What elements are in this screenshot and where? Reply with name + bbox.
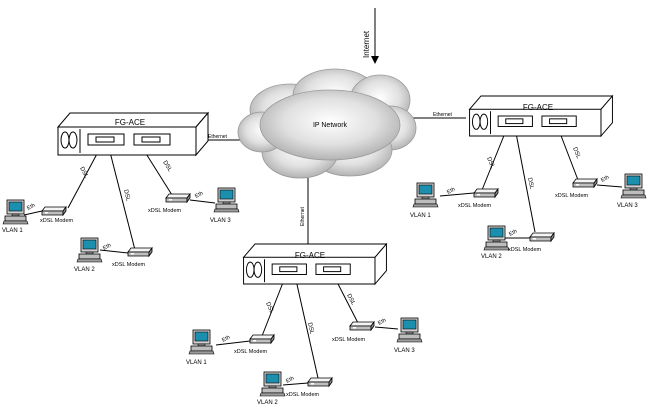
modem-center-3: xDSL Modem Eth xyxy=(332,318,387,343)
pc-center-2: VLAN 2 xyxy=(257,371,286,406)
modem-right-3: xDSL Modem Eth xyxy=(555,175,610,199)
ethernet-label-left: Ethernet xyxy=(208,134,228,140)
dsl-lines-right xyxy=(439,132,623,239)
pc-left-3: VLAN 3 xyxy=(210,187,240,224)
eth-label: Eth xyxy=(600,175,610,184)
modem-left-2: xDSL Modem Eth xyxy=(102,243,153,268)
dsl-label: DSL xyxy=(571,147,581,161)
dsl-label: DSL xyxy=(78,166,89,180)
modem-label: xDSL Modem xyxy=(286,392,320,398)
vlan-label: VLAN 1 xyxy=(2,228,23,234)
vlan-label: VLAN 3 xyxy=(210,218,231,224)
fg-ace-center: FG-ACE xyxy=(243,243,387,285)
pc-right-2: VLAN 2 xyxy=(481,225,510,260)
vlan-label: VLAN 1 xyxy=(186,360,207,366)
fg-ace-right: FG-ACE xyxy=(469,95,613,137)
eth-label: Eth xyxy=(102,243,112,252)
vlan-label: VLAN 3 xyxy=(394,348,415,354)
pc-right-3: VLAN 3 xyxy=(617,173,647,209)
site-center: FG-ACE DSL DSL DSL xDSL Modem Eth VLAN 1… xyxy=(186,243,423,406)
dsl-label: DSL xyxy=(526,177,534,190)
eth-label: Eth xyxy=(508,229,518,238)
eth-label: Eth xyxy=(221,335,231,344)
vlan-label: VLAN 2 xyxy=(257,400,278,406)
fg-ace-label: FG-ACE xyxy=(115,118,145,127)
modem-label: xDSL Modem xyxy=(508,247,542,253)
dsl-lines-center xyxy=(215,279,399,386)
modem-label: xDSL Modem xyxy=(555,193,589,199)
vlan-label: VLAN 3 xyxy=(617,203,638,209)
ip-network-cloud: IP Network xyxy=(237,68,417,179)
modem-label: xDSL Modem xyxy=(458,203,492,209)
modem-label: xDSL Modem xyxy=(40,218,74,224)
dsl-label: DSL xyxy=(264,301,274,315)
eth-label: Eth xyxy=(194,191,204,200)
eth-label: Eth xyxy=(446,187,456,196)
modem-right-1: xDSL Modem Eth xyxy=(446,187,499,209)
modem-right-2: xDSL Modem Eth xyxy=(508,229,555,253)
dsl-label: DSL xyxy=(161,160,173,174)
eth-label: Eth xyxy=(26,203,36,212)
vlan-label: VLAN 1 xyxy=(410,213,431,219)
pc-center-1: VLAN 1 xyxy=(186,329,215,366)
modem-center-2: xDSL Modem Eth xyxy=(285,376,333,398)
pc-left-1: VLAN 1 xyxy=(2,199,29,234)
dsl-label: DSL xyxy=(485,156,495,170)
modem-label: xDSL Modem xyxy=(112,262,146,268)
eth-label: Eth xyxy=(285,376,295,385)
modem-left-3: xDSL Modem Eth xyxy=(148,191,204,214)
pc-center-3: VLAN 3 xyxy=(394,317,423,354)
dsl-label: DSL xyxy=(345,293,356,307)
modem-label: xDSL Modem xyxy=(332,337,366,343)
site-right: FG-ACE DSL DSL DSL xDSL Modem Eth VLAN 1… xyxy=(410,95,647,260)
internet-label: Internet xyxy=(362,30,371,58)
site-left: FG-ACE DSL DSL DSL xDSL Modem Eth VLAN 1… xyxy=(2,112,240,273)
vlan-label: VLAN 2 xyxy=(74,267,95,273)
modem-label: xDSL Modem xyxy=(234,349,268,355)
internet-uplink: Internet xyxy=(362,8,379,64)
dsl-label: DSL xyxy=(122,189,131,202)
cloud-label: IP Network xyxy=(313,122,348,129)
modem-center-1: xDSL Modem Eth xyxy=(221,334,275,355)
pc-right-1: VLAN 1 xyxy=(410,182,439,219)
fg-ace-left: FG-ACE xyxy=(57,112,209,156)
ethernet-label-right: Ethernet xyxy=(433,112,453,118)
modem-left-1: xDSL Modem Eth xyxy=(26,203,73,224)
eth-label: Eth xyxy=(377,318,387,327)
dsl-lines-left xyxy=(23,151,216,254)
modem-label: xDSL Modem xyxy=(148,208,182,214)
fg-ace-label: FG-ACE xyxy=(523,103,553,112)
dsl-label: DSL xyxy=(306,322,315,335)
ethernet-label-center: Ethernet xyxy=(300,206,306,226)
pc-left-2: VLAN 2 xyxy=(74,237,103,273)
vlan-label: VLAN 2 xyxy=(481,254,502,260)
fg-ace-label: FG-ACE xyxy=(295,251,325,260)
